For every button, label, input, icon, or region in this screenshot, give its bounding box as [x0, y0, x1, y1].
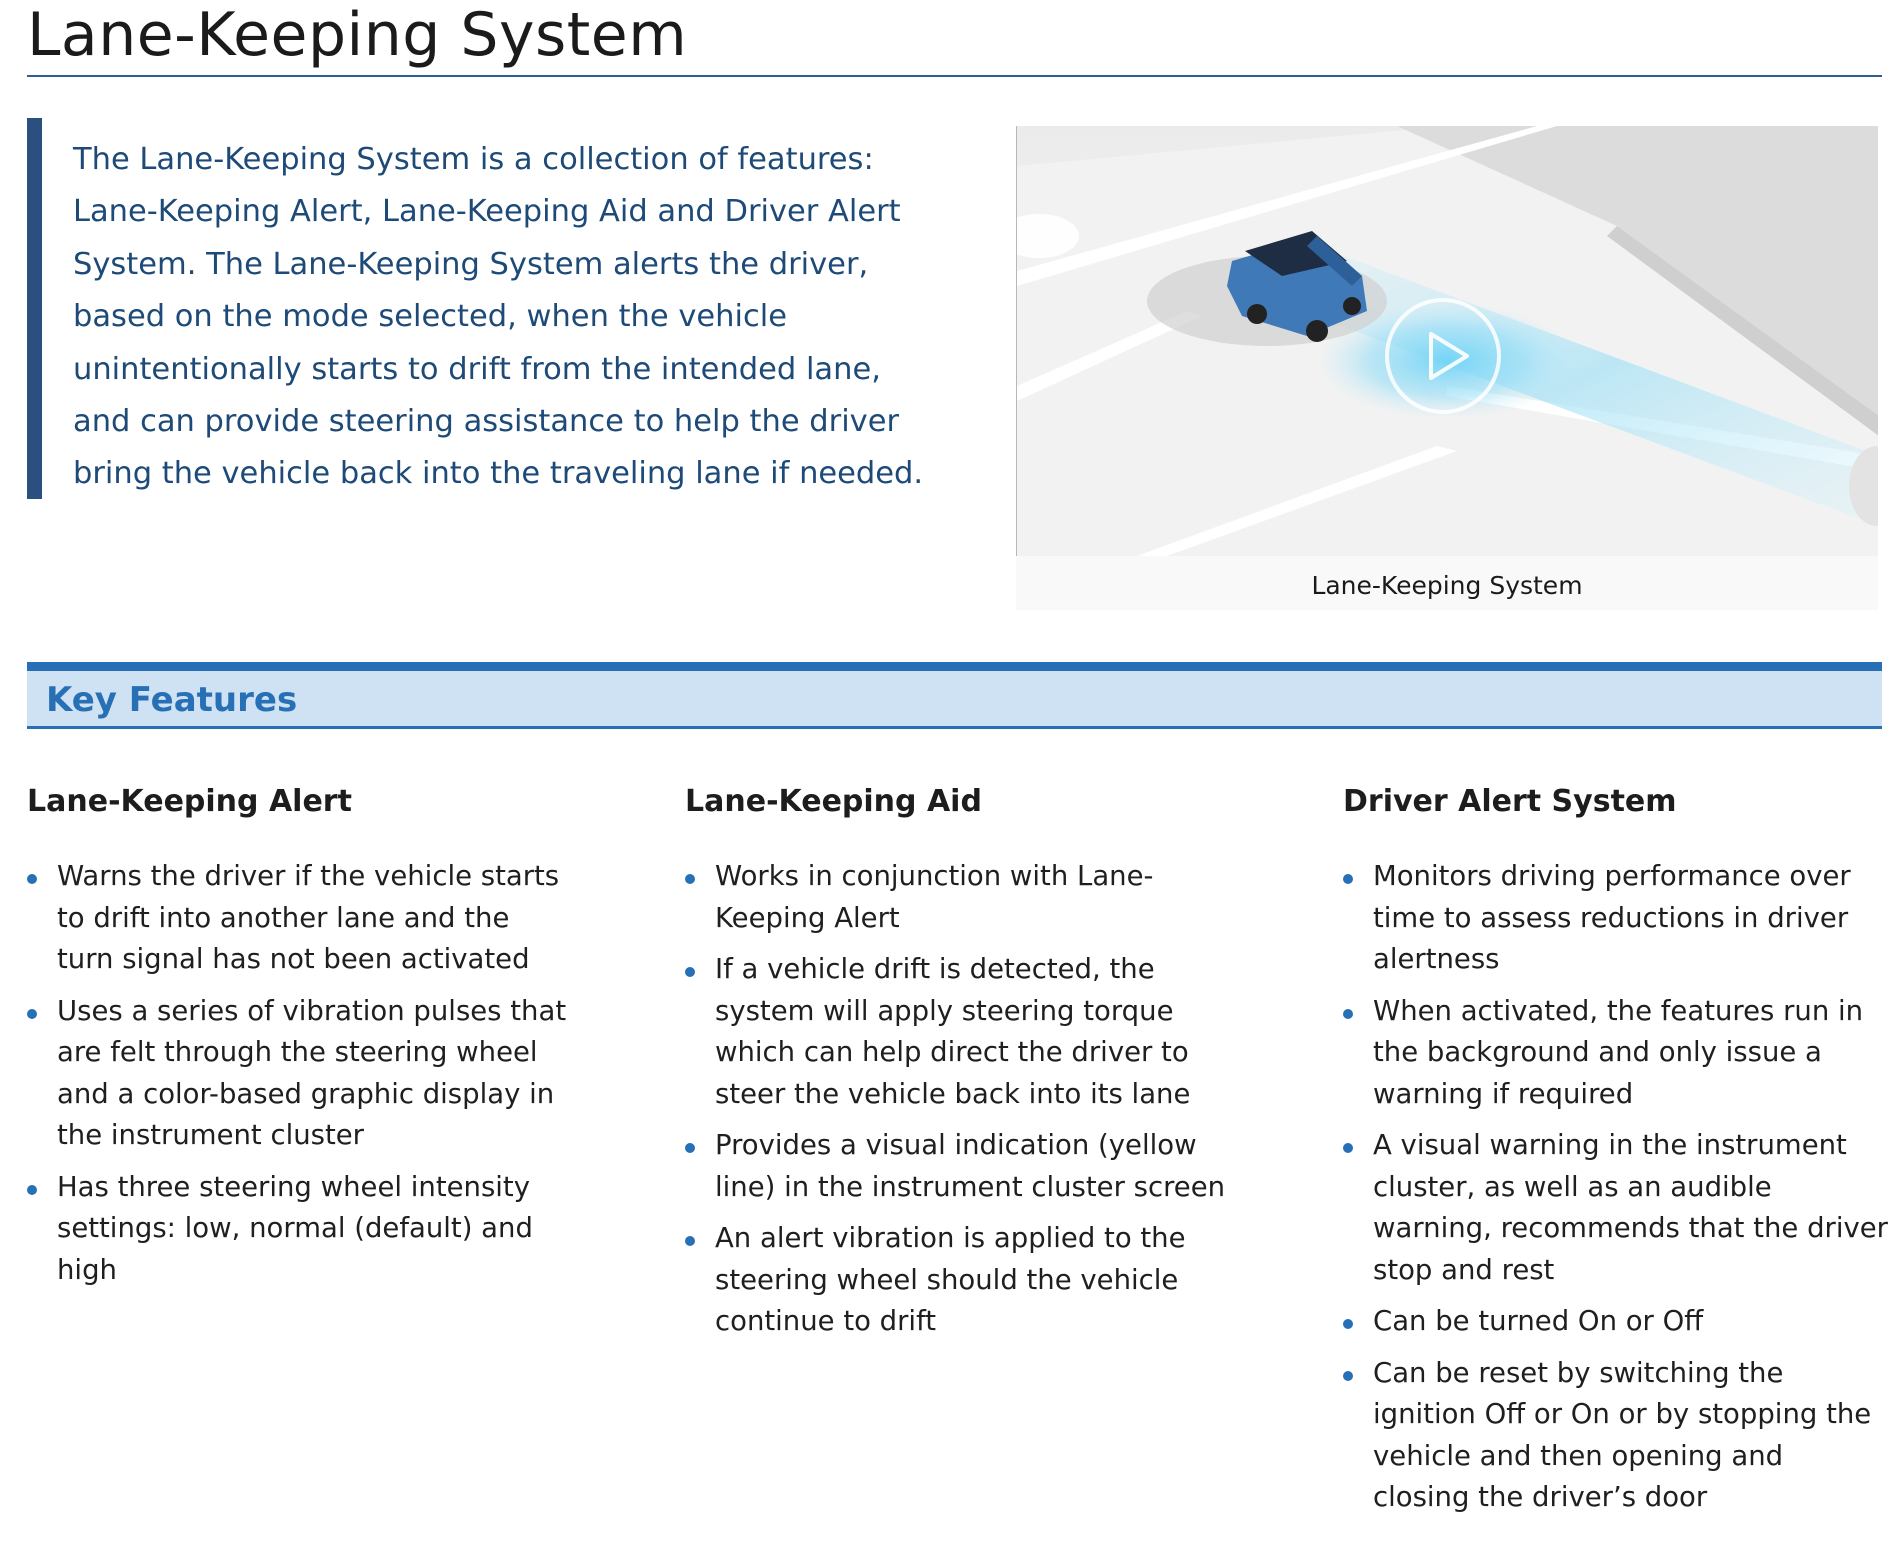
feature-bullet: When activated, the features run in the … [1343, 991, 1888, 1116]
key-features-header: Key Features [27, 671, 1882, 729]
feature-column-lane-keeping-aid: Lane-Keeping Aid Works in conjunction wi… [685, 782, 1230, 1353]
feature-bullet: Uses a series of vibration pulses that a… [27, 991, 567, 1157]
feature-list: Works in conjunction with Lane-Keeping A… [685, 856, 1230, 1343]
feature-heading: Driver Alert System [1343, 784, 1677, 819]
feature-list: Warns the driver if the vehicle starts t… [27, 856, 567, 1291]
feature-bullet: Provides a visual indication (yellow lin… [685, 1125, 1230, 1208]
feature-bullet: Can be reset by switching the ignition O… [1343, 1353, 1888, 1519]
feature-bullet: An alert vibration is applied to the ste… [685, 1218, 1230, 1343]
video-caption: Lane-Keeping System [1311, 571, 1583, 600]
feature-column-lane-keeping-alert: Lane-Keeping Alert Warns the driver if t… [27, 782, 567, 1301]
feature-bullet: If a vehicle drift is detected, the syst… [685, 949, 1230, 1115]
play-button[interactable] [1385, 298, 1501, 414]
intro-callout: The Lane-Keeping System is a collection … [27, 118, 923, 499]
key-features-top-bar [27, 662, 1882, 671]
feature-bullet: Monitors driving performance over time t… [1343, 856, 1888, 981]
feature-bullet: A visual warning in the instrument clust… [1343, 1125, 1888, 1291]
feature-heading: Lane-Keeping Alert [27, 784, 352, 819]
key-features-title: Key Features [46, 680, 298, 720]
feature-column-driver-alert-system: Driver Alert System Monitors driving per… [1343, 782, 1888, 1529]
feature-bullet: Has three steering wheel intensity setti… [27, 1167, 567, 1292]
intro-text: The Lane-Keeping System is a collection … [73, 142, 924, 492]
feature-bullet: Can be turned On or Off [1343, 1301, 1888, 1343]
page-title: Lane-Keeping System [27, 0, 688, 70]
title-divider [27, 75, 1882, 77]
video-player[interactable]: Lane-Keeping System [1016, 126, 1878, 610]
feature-bullet: Works in conjunction with Lane-Keeping A… [685, 856, 1230, 939]
play-icon [1429, 332, 1469, 380]
feature-list: Monitors driving performance over time t… [1343, 856, 1888, 1519]
video-thumbnail[interactable] [1016, 126, 1878, 556]
feature-heading: Lane-Keeping Aid [685, 784, 982, 819]
feature-bullet: Warns the driver if the vehicle starts t… [27, 856, 567, 981]
